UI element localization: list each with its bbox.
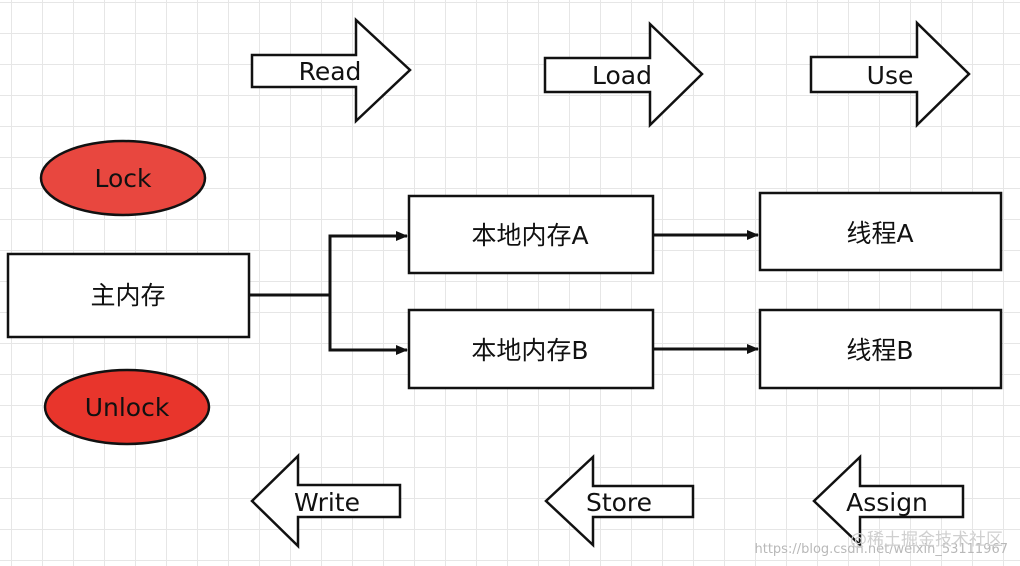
assign-label: Assign: [846, 488, 928, 517]
local-memory-a-box: 本地内存A: [407, 194, 655, 275]
thread-a-box: 线程A: [758, 191, 1003, 272]
unlock-ellipse: Unlock: [43, 368, 211, 446]
main-memory-box: 主内存: [6, 252, 251, 339]
local-memory-a-label: 本地内存A: [471, 221, 588, 250]
assign-arrow: Assign: [812, 454, 965, 548]
watermark-brand: @稀土掘金技术社区: [850, 530, 1003, 550]
load-label: Load: [592, 61, 652, 90]
connectors: [249, 230, 759, 355]
write-label: Write: [294, 488, 360, 517]
use-arrow: Use: [809, 20, 971, 128]
unlock-label: Unlock: [85, 393, 170, 422]
load-arrow: Load: [543, 21, 704, 128]
watermark-url: https://blog.csdn.net/weixin_53111967: [754, 542, 1008, 557]
lock-ellipse: Lock: [39, 139, 207, 217]
store-label: Store: [586, 488, 652, 517]
thread-b-box: 线程B: [758, 308, 1003, 390]
local-memory-b-label: 本地内存B: [471, 336, 588, 365]
use-label: Use: [867, 61, 914, 90]
write-arrow: Write: [250, 453, 402, 549]
lock-label: Lock: [94, 164, 152, 193]
read-arrow: Read: [250, 17, 412, 124]
connector-to-local-a: [328, 231, 408, 350]
local-memory-b-box: 本地内存B: [407, 308, 655, 390]
thread-a-label: 线程A: [846, 219, 913, 248]
main-memory-label: 主内存: [90, 281, 165, 310]
store-arrow: Store: [544, 454, 695, 548]
connector-to-local-b: [328, 295, 408, 355]
thread-b-label: 线程B: [846, 336, 913, 365]
read-label: Read: [299, 57, 362, 86]
